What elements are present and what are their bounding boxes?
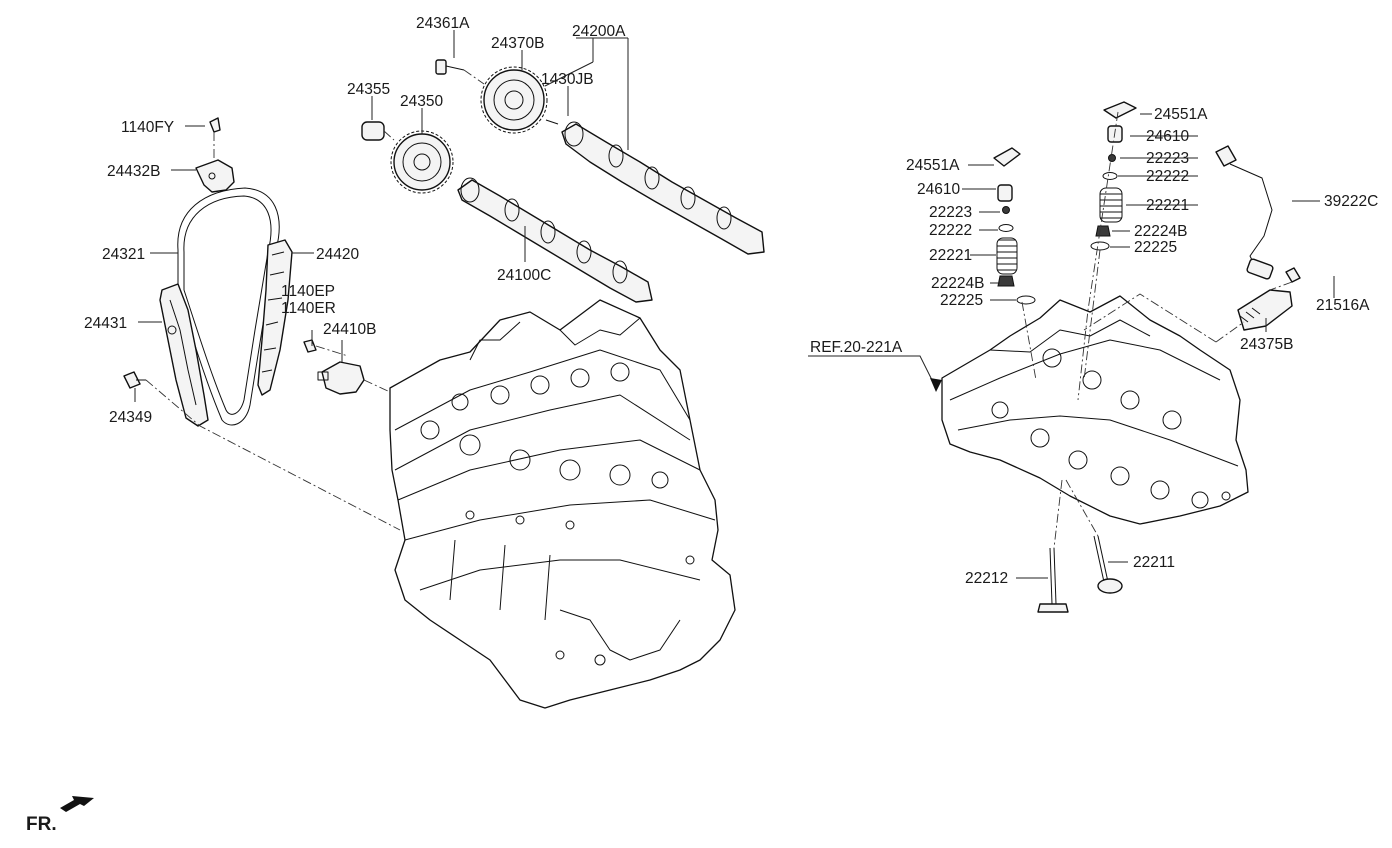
label-22224B-left: 22224B [931,275,984,292]
label-24349: 24349 [109,409,152,426]
cylinder-head-drawing [941,295,1249,525]
label-22222-top: 22222 [1146,168,1189,185]
label-22225-left: 22225 [940,292,983,309]
label-24431: 24431 [84,315,127,332]
bracket-drawing [195,117,235,193]
bolt-24361A-drawing [435,59,465,75]
label-24420: 24420 [316,246,359,263]
left-assembly-lines [145,69,485,531]
bolt-24355-drawing [361,121,385,141]
front-arrow-icon [60,796,94,812]
label-24350: 24350 [400,93,443,110]
label-24200A: 24200A [572,23,626,40]
camshaft-24100C-drawing [457,177,653,303]
reference-label: REF.20-221A [810,339,903,356]
label-39222C: 39222C [1324,193,1378,210]
label-24100C: 24100C [497,267,551,284]
right-leader-lines [808,113,1335,579]
left-part-labels: 24361A 24370B 24200A 1430JB 24355 24350 … [84,15,626,426]
label-22221-left: 22221 [929,247,972,264]
label-24375B: 24375B [1240,336,1293,353]
label-24410B: 24410B [323,321,376,338]
valve-parts-right-column [1090,101,1137,251]
bolt-24349-drawing [123,371,146,389]
label-24370B: 24370B [491,35,544,52]
sprocket-24350-drawing [390,130,454,194]
label-24355: 24355 [347,81,390,98]
label-22222-left: 22222 [929,222,972,239]
label-24361A: 24361A [416,15,470,32]
label-1140EP: 1140EP [281,283,335,300]
label-21516A: 21516A [1316,297,1370,314]
right-assembly-lines [1021,111,1293,549]
label-24551A-top: 24551A [1154,106,1208,123]
front-indicator: FR. [26,796,94,835]
label-1140ER: 1140ER [281,300,336,317]
label-24551A-left: 24551A [906,157,960,174]
label-1430JB: 1430JB [541,71,594,88]
timing-chain-drawing [177,187,280,426]
ref-arrowhead [930,378,942,392]
tensioner-drawing [303,339,365,395]
chain-guide-drawing [257,239,293,396]
label-24610-left: 24610 [917,181,960,198]
label-22223-left: 22223 [929,204,972,221]
ocv-and-sensor-drawing [1215,145,1301,331]
camshaft-24200A-drawing [561,121,765,255]
engine-block-drawing [389,299,736,709]
label-24321: 24321 [102,246,145,263]
tensioner-arm-drawing [159,283,209,427]
label-24432B: 24432B [107,163,160,180]
label-22211: 22211 [1133,554,1175,571]
left-leader-lines [134,30,629,402]
front-indicator-label: FR. [26,814,57,835]
label-24610-top: 24610 [1146,128,1189,145]
label-1140FY: 1140FY [121,119,174,136]
label-22212: 22212 [965,570,1008,587]
pin-1430JB-drawing [545,119,559,125]
label-22224B-top: 22224B [1134,223,1187,240]
label-22225-top: 22225 [1134,239,1177,256]
label-22223-top: 22223 [1146,150,1189,167]
sprocket-24370B-drawing [480,66,548,134]
right-part-labels: 24551A 24610 22223 22222 22221 22224B 22… [810,106,1378,587]
label-22221-top: 22221 [1146,197,1189,214]
valves-drawing [1037,535,1123,613]
valve-parts-left-column [993,147,1036,305]
